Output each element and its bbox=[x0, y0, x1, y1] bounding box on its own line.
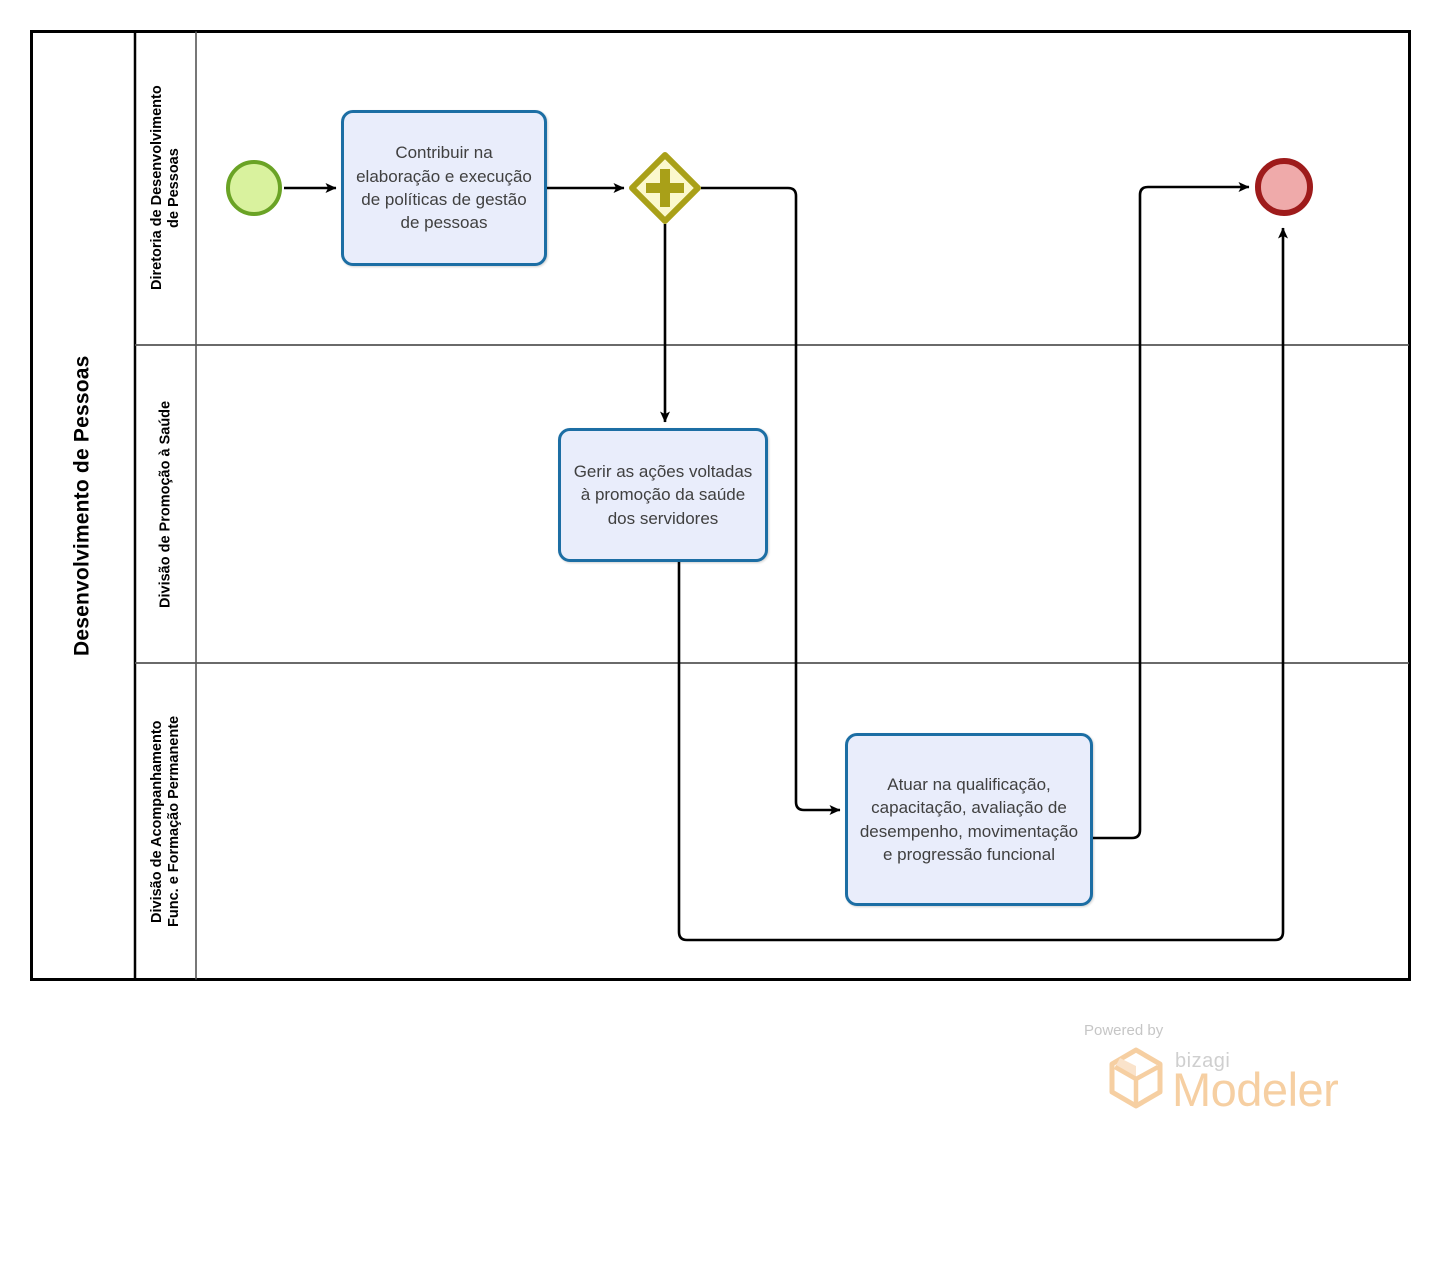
flow-task-1-to-end bbox=[677, 227, 1288, 942]
flow-task-2-to-end bbox=[1093, 182, 1250, 840]
task-atuar-qualificacao-capacitacao[interactable]: Atuar na qualificação, capacitação, aval… bbox=[845, 733, 1093, 906]
watermark-product-label: Modeler bbox=[1172, 1063, 1339, 1116]
flow-gateway-to-task-2 bbox=[701, 186, 841, 815]
lane-title-divisao-acompanhamento-funcional: Divisão de Acompanhamento Func. e Formaç… bbox=[148, 715, 182, 928]
lane-title-diretoria-desenvolvimento-pessoas: Diretoria de Desenvolvimento de Pessoas bbox=[148, 85, 182, 291]
start-event[interactable] bbox=[226, 160, 282, 216]
end-event[interactable] bbox=[1255, 158, 1313, 216]
task-gerir-acoes-promocao-saude[interactable]: Gerir as ações voltadas à promoção da sa… bbox=[558, 428, 768, 562]
parallel-gateway[interactable] bbox=[629, 152, 701, 224]
lane-title-divisao-promocao-saude: Divisão de Promoção à Saúde bbox=[157, 400, 174, 608]
watermark-powered-by-label: Powered by bbox=[1084, 1022, 1164, 1039]
pool-title: Desenvolvimento de Pessoas bbox=[70, 355, 94, 656]
plus-icon bbox=[646, 169, 684, 207]
watermark-brand-label: bizagi bbox=[1175, 1050, 1231, 1072]
task-contribuir-elaboracao-politicas[interactable]: Contribuir na elaboração e execução de p… bbox=[341, 110, 547, 266]
